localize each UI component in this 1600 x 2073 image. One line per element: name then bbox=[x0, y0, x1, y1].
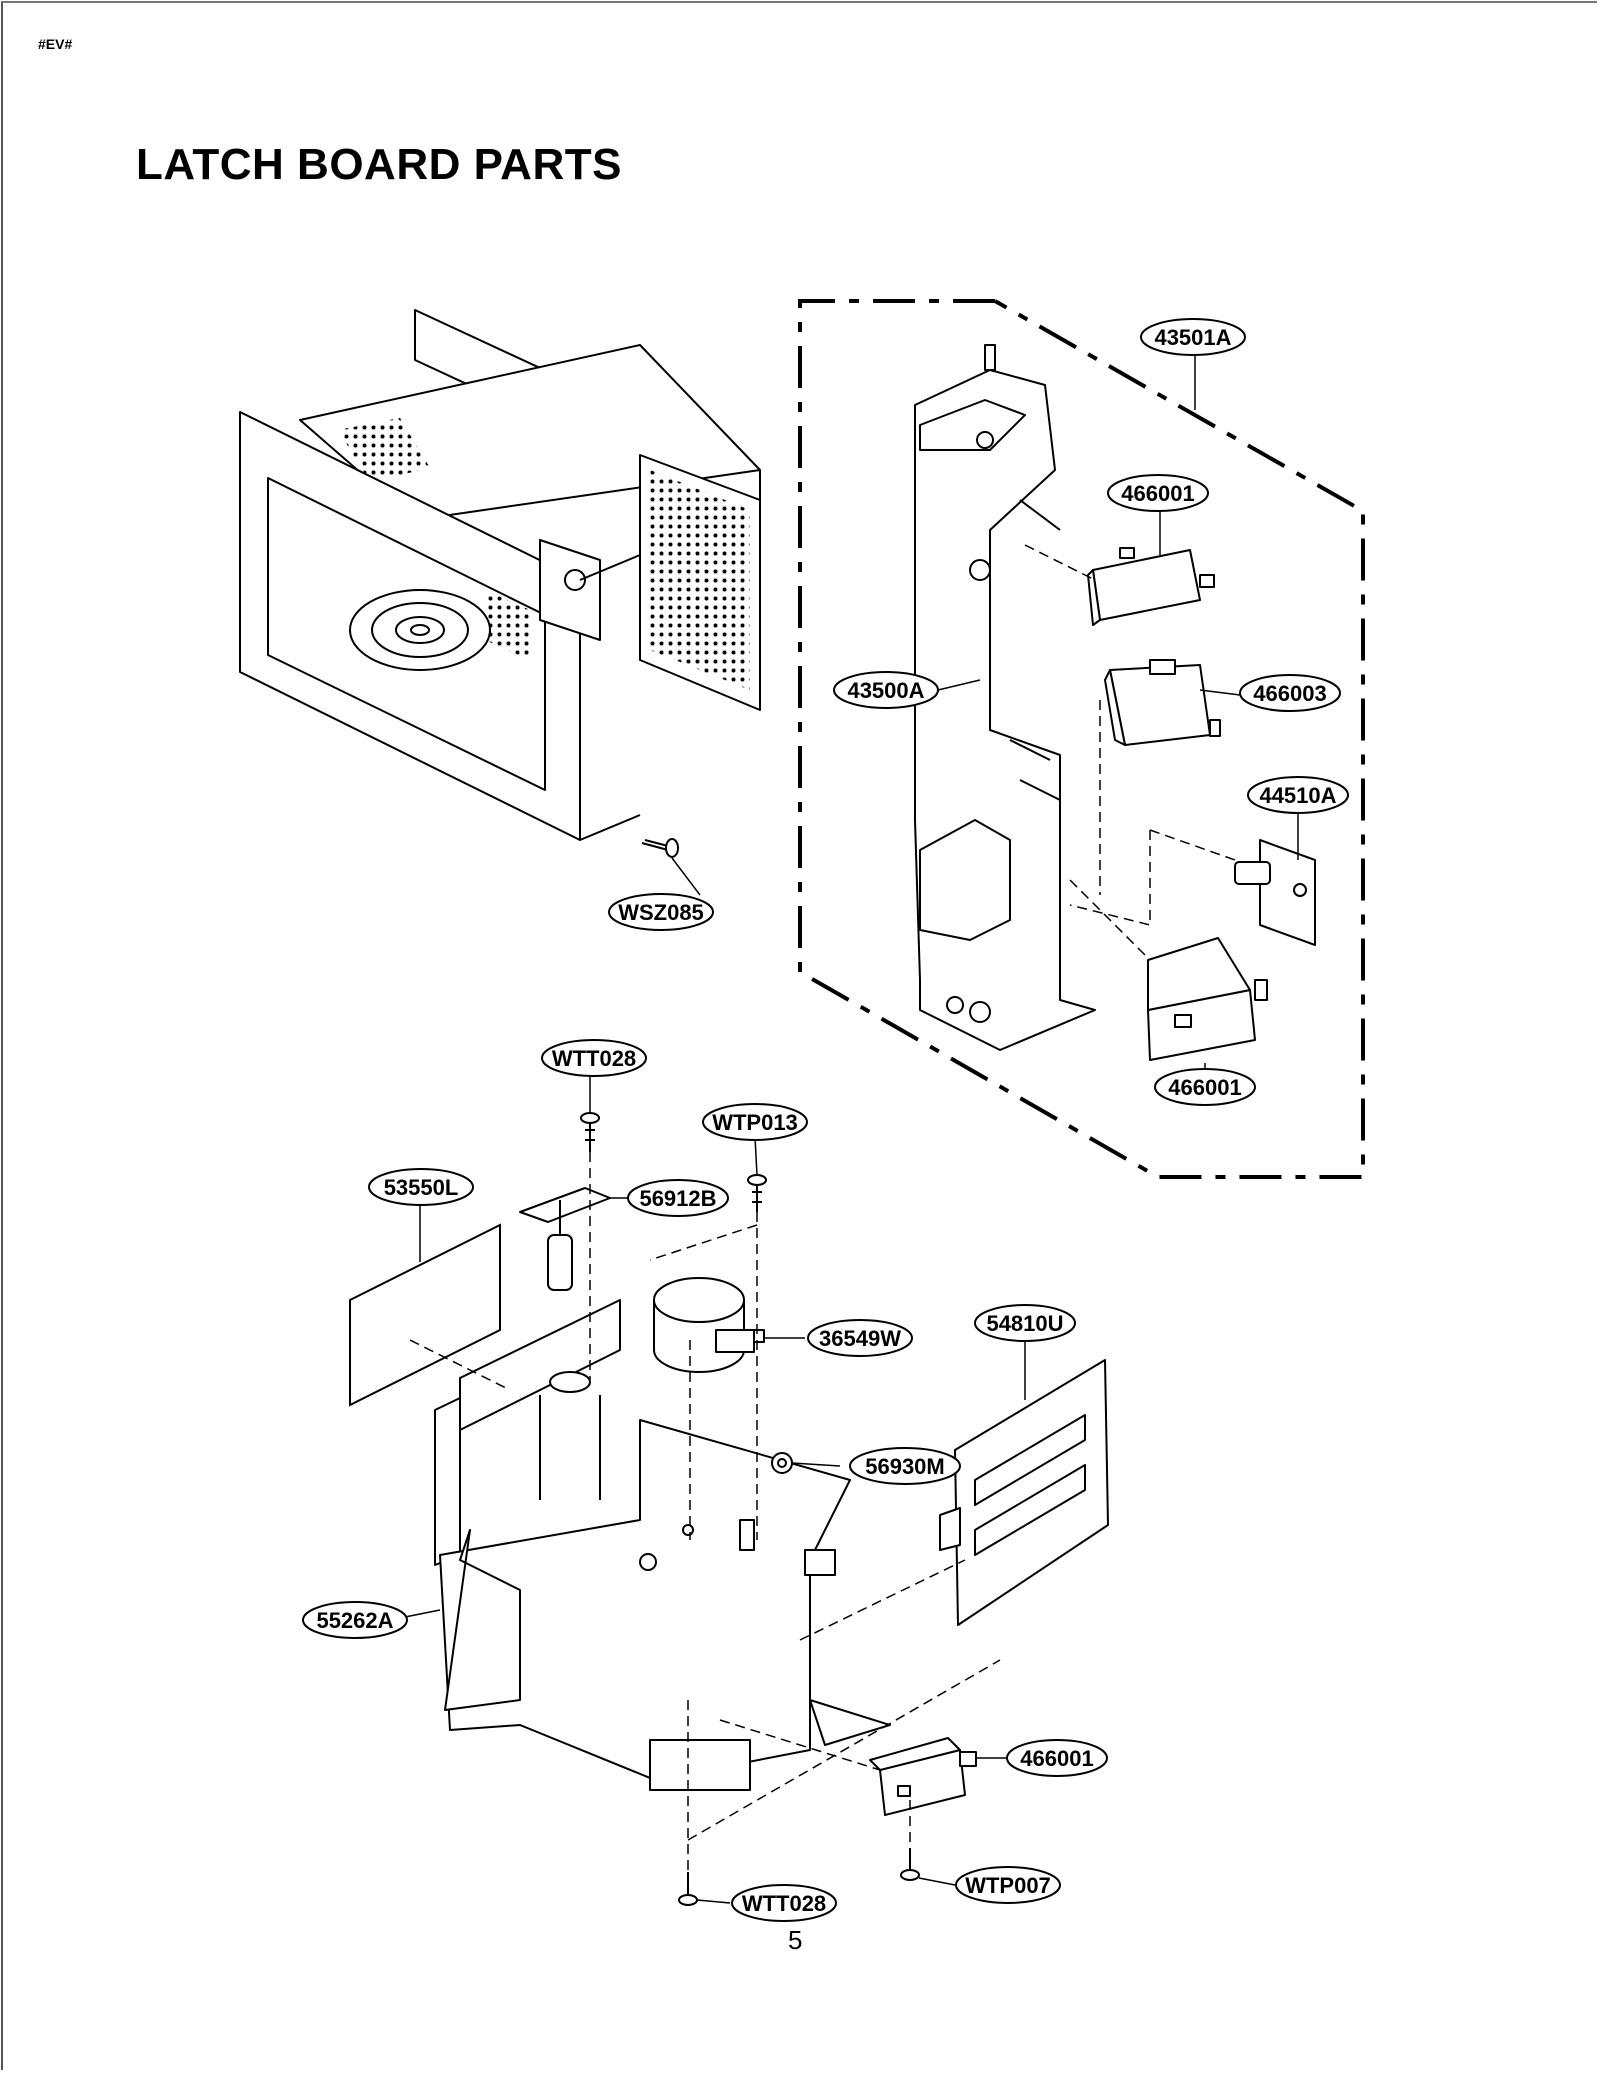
svg-text:54810U: 54810U bbox=[986, 1311, 1063, 1336]
callout-54810U: 54810U bbox=[974, 1304, 1076, 1342]
switch-466001-c bbox=[869, 1737, 977, 1816]
callout-466001-c: 466001 bbox=[1006, 1739, 1108, 1777]
alignment-lines-top bbox=[1024, 544, 1236, 961]
svg-text:56930M: 56930M bbox=[865, 1454, 945, 1479]
callout-466001-a: 466001 bbox=[1107, 474, 1209, 512]
callout-leaders bbox=[399, 355, 1299, 1904]
svg-text:466001: 466001 bbox=[1168, 1075, 1241, 1100]
screw-wsz085-icon bbox=[641, 838, 679, 858]
callout-43501A: 43501A bbox=[1140, 318, 1246, 356]
callout-WTP007: WTP007 bbox=[955, 1866, 1061, 1904]
svg-text:466001: 466001 bbox=[1020, 1746, 1093, 1771]
callout-36549W: 36549W bbox=[807, 1319, 913, 1357]
doc-code: #EV# bbox=[38, 36, 73, 52]
svg-text:36549W: 36549W bbox=[819, 1326, 901, 1351]
screw-wtt028-b-icon bbox=[678, 1894, 698, 1906]
lever-44510A bbox=[1234, 839, 1316, 946]
svg-text:WTT028: WTT028 bbox=[742, 1891, 826, 1916]
screw-wtp007-icon bbox=[900, 1869, 920, 1881]
part-56930M bbox=[771, 1452, 793, 1474]
shield-54810U bbox=[939, 1359, 1109, 1626]
callout-WTT028-a: WTT028 bbox=[541, 1039, 647, 1077]
page-number: 5 bbox=[788, 1925, 803, 1955]
oven-cavity bbox=[239, 309, 761, 841]
holder-56912B bbox=[519, 1187, 611, 1291]
svg-text:43501A: 43501A bbox=[1154, 325, 1231, 350]
leader-wsz085 bbox=[671, 857, 701, 896]
svg-text:55262A: 55262A bbox=[316, 1608, 393, 1633]
switch-466001-b bbox=[1147, 937, 1268, 1061]
motor-36549W bbox=[653, 1277, 765, 1373]
page-title: LATCH BOARD PARTS bbox=[136, 140, 622, 189]
assembly-boundary bbox=[798, 299, 1365, 1179]
svg-text:WTP007: WTP007 bbox=[965, 1873, 1051, 1898]
svg-text:WSZ085: WSZ085 bbox=[618, 900, 704, 925]
callout-WSZ085: WSZ085 bbox=[608, 893, 714, 931]
plate-53550L bbox=[349, 1223, 501, 1407]
svg-text:43500A: 43500A bbox=[847, 678, 924, 703]
svg-text:WTP013: WTP013 bbox=[712, 1110, 798, 1135]
callout-56912B: 56912B bbox=[627, 1179, 729, 1217]
alignment-lines-bottom bbox=[409, 1152, 1001, 1872]
callout-466001-b: 466001 bbox=[1154, 1068, 1256, 1106]
svg-text:466001: 466001 bbox=[1121, 481, 1194, 506]
callout-53550L: 53550L bbox=[368, 1168, 474, 1206]
latch-board bbox=[914, 344, 1096, 1051]
latch-bracket-55262A bbox=[434, 1299, 891, 1791]
callout-466003: 466003 bbox=[1239, 674, 1341, 712]
callout-WTT028-b: WTT028 bbox=[731, 1884, 837, 1922]
switch-466001-a bbox=[1087, 547, 1215, 626]
screws bbox=[580, 1112, 920, 1906]
screw-wtp013-icon bbox=[747, 1174, 767, 1186]
svg-text:44510A: 44510A bbox=[1259, 783, 1336, 808]
callout-44510A: 44510A bbox=[1247, 776, 1349, 814]
callout-56930M: 56930M bbox=[849, 1447, 961, 1485]
callout-WTP013: WTP013 bbox=[702, 1103, 808, 1141]
callout-55262A: 55262A bbox=[302, 1601, 408, 1639]
svg-text:466003: 466003 bbox=[1253, 681, 1326, 706]
svg-text:WTT028: WTT028 bbox=[552, 1046, 636, 1071]
svg-text:56912B: 56912B bbox=[639, 1186, 716, 1211]
screw-wtt028-a-icon bbox=[580, 1112, 600, 1124]
switch-466003 bbox=[1104, 659, 1221, 746]
callout-43500A: 43500A bbox=[833, 671, 939, 709]
svg-text:53550L: 53550L bbox=[384, 1175, 459, 1200]
